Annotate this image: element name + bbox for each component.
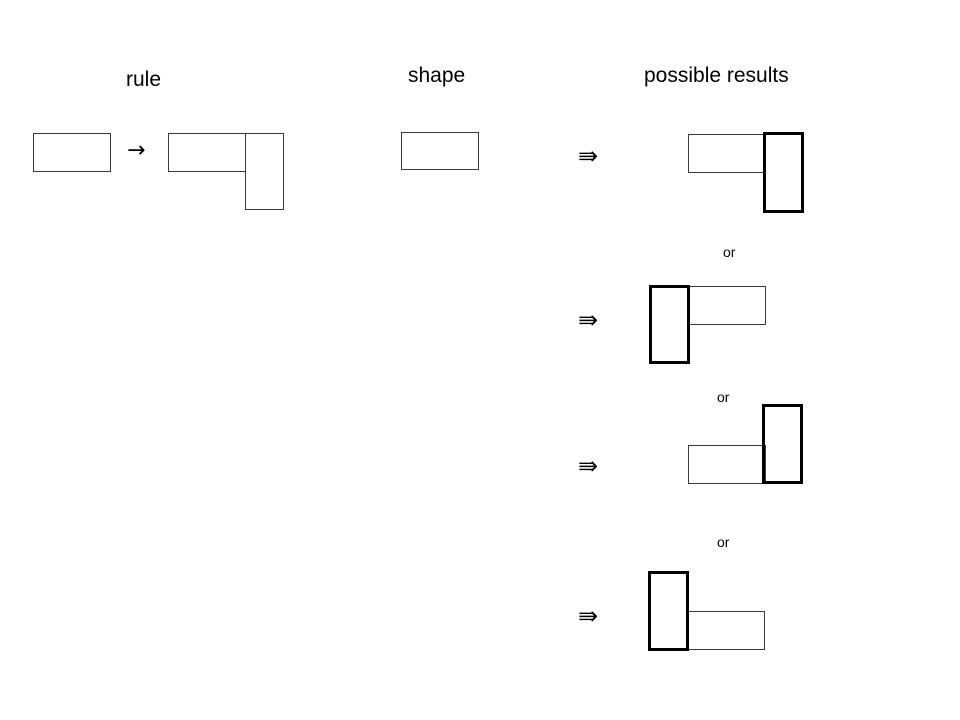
or-separator: or — [717, 389, 730, 405]
shape-rectangle — [401, 132, 479, 170]
result-1-vertical-rectangle — [763, 132, 804, 213]
result-2-horizontal-rectangle — [688, 286, 766, 325]
implies-arrow-icon: ⇛ — [578, 602, 599, 630]
result-1-horizontal-rectangle — [688, 134, 766, 173]
or-separator: or — [717, 534, 730, 550]
result-3-horizontal-rectangle — [688, 445, 766, 484]
implies-arrow-icon: ⇛ — [578, 142, 599, 170]
rule-rhs-horizontal-rectangle — [168, 133, 246, 172]
result-3-vertical-rectangle — [762, 404, 803, 484]
rule-arrow-icon: → — [127, 138, 146, 163]
shape-heading: shape — [408, 64, 466, 87]
result-4-horizontal-rectangle — [687, 611, 765, 650]
rule-lhs-rectangle — [33, 133, 111, 172]
result-2-vertical-rectangle — [649, 285, 690, 364]
implies-arrow-icon: ⇛ — [578, 452, 599, 480]
result-4-vertical-rectangle — [648, 571, 689, 651]
rule-heading: rule — [126, 68, 162, 91]
or-separator: or — [723, 244, 736, 260]
rule-rhs-vertical-rectangle — [245, 133, 284, 210]
possible-results-heading: possible results — [644, 64, 789, 87]
implies-arrow-icon: ⇛ — [578, 306, 599, 334]
